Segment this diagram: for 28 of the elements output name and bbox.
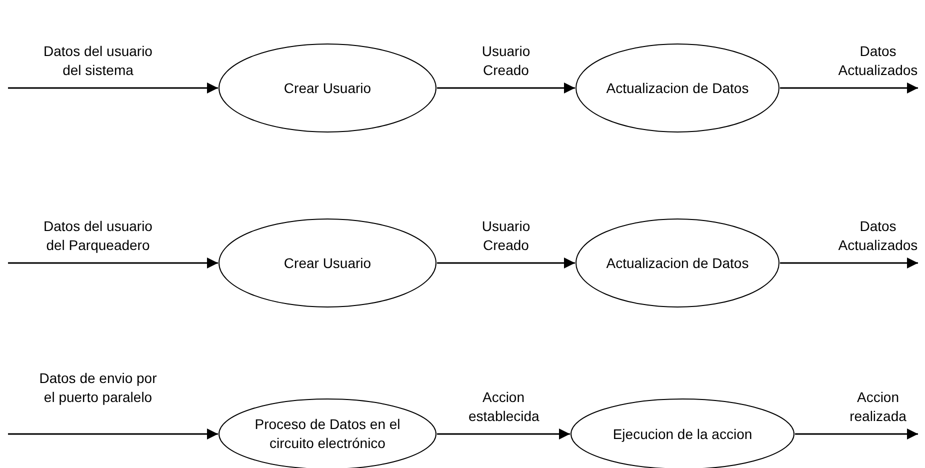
arrow	[8, 428, 218, 440]
arrow	[795, 428, 918, 440]
edge-label: Datos del usuario del sistema	[42, 42, 154, 80]
process-ellipse	[218, 43, 437, 133]
arrow	[780, 257, 918, 269]
process-ellipse	[575, 218, 780, 308]
arrow	[780, 82, 918, 94]
process-label: Crear Usuario	[282, 254, 372, 272]
arrow	[8, 257, 218, 269]
arrow	[437, 257, 575, 269]
arrow	[437, 428, 570, 440]
process-label: Proceso de Datos en el circuito electrónico	[254, 415, 402, 453]
process-ellipse	[575, 43, 780, 133]
process-label: Actualizacion de Datos	[605, 78, 750, 98]
edge-label: Datos del usuario del Parqueadero	[42, 217, 154, 255]
edge-label: Datos Actualizados	[837, 42, 919, 80]
edge-label: Datos de envio por el puerto paralelo	[38, 369, 158, 407]
arrow	[8, 82, 218, 94]
arrow	[437, 82, 575, 94]
process-ellipse	[218, 218, 437, 308]
edge-label: Accion establecida	[468, 388, 538, 426]
process-label: Ejecucion de la accion	[612, 424, 754, 444]
edge-label: Datos Actualizados	[837, 217, 919, 255]
edge-label: Accion realizada	[848, 388, 908, 426]
edge-label: Usuario Creado	[480, 42, 532, 80]
process-label: Actualizacion de Datos	[605, 254, 750, 272]
edge-label: Usuario Creado	[480, 217, 532, 255]
process-label: Crear Usuario	[282, 78, 372, 98]
